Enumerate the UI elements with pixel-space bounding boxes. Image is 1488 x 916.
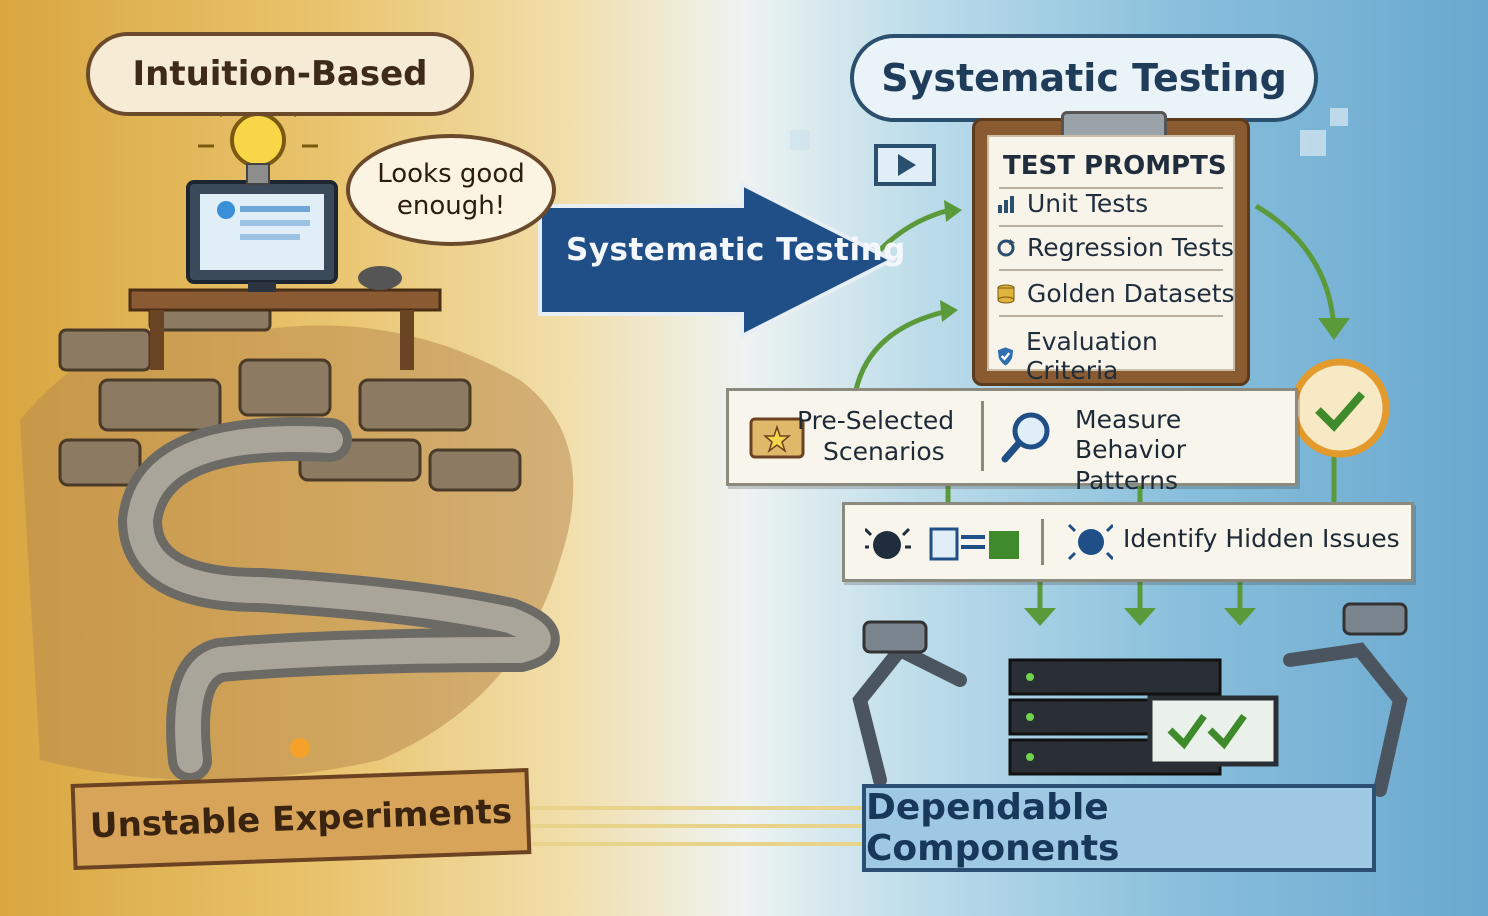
issues-text: Identify Hidden Issues <box>1123 524 1400 553</box>
desk <box>128 288 442 312</box>
database-icon <box>997 284 1015 303</box>
connection-lines <box>520 806 862 846</box>
shield-check-icon <box>997 347 1014 366</box>
decor-square <box>1330 108 1348 126</box>
clipboard-item-label: Evaluation Criteria <box>1025 327 1158 385</box>
camera-icon <box>1342 602 1408 636</box>
scenario-band: Pre-Selected Scenarios Measure Behavior … <box>726 388 1298 495</box>
band-divider <box>1041 519 1044 565</box>
bug-gear-icon <box>1067 523 1113 561</box>
unstable-banner: Unstable Experiments <box>70 768 532 870</box>
clipboard-item: Regression Tests <box>995 233 1234 262</box>
clipboard-item: Evaluation Criteria <box>995 327 1247 385</box>
bar-chart-icon <box>998 195 1014 213</box>
clipboard-paper <box>987 135 1235 371</box>
clipboard-item: Golden Datasets <box>995 279 1235 308</box>
decor-square <box>1300 130 1326 156</box>
spark-icon <box>290 738 310 758</box>
decor-square <box>790 130 810 150</box>
camera-icon <box>862 620 928 654</box>
clipboard-item-label: Unit Tests <box>1027 189 1149 218</box>
speech-line-1: Looks good <box>377 159 525 189</box>
bug-document-icons <box>865 527 1019 561</box>
systematic-cloud-text: Systematic Testing <box>881 56 1287 100</box>
desk-leg <box>150 310 164 370</box>
intuition-cloud: Intuition-Based <box>86 32 474 116</box>
measure-line-2: Behavior Patterns <box>1075 435 1187 495</box>
lightbulb-icon <box>230 112 286 168</box>
unstable-banner-text: Unstable Experiments <box>89 791 513 847</box>
test-prompts-clipboard: TEST PROMPTS Unit Tests Regression Tests… <box>972 111 1250 386</box>
desk-leg <box>400 310 414 370</box>
systematic-cloud: Systematic Testing <box>850 34 1318 122</box>
robot-arm-right <box>1283 642 1408 797</box>
check-badge-icon <box>1290 358 1390 458</box>
app-icon <box>217 201 235 219</box>
scenario-line-1: Pre-Selected <box>797 406 955 435</box>
clipboard-item-label: Golden Datasets <box>1027 279 1235 308</box>
arrowheads <box>940 200 1350 626</box>
dependable-banner-text: Dependable Components <box>866 787 1120 869</box>
mouse-icon <box>358 266 402 290</box>
folder-star-icon <box>749 417 805 459</box>
speech-bubble: Looks good enough! <box>346 134 556 246</box>
band-divider <box>981 401 984 471</box>
dependable-banner: Dependable Components <box>862 784 1376 872</box>
speech-line-2: enough! <box>396 191 506 221</box>
robot-arm-left <box>852 641 967 787</box>
clipboard-title: TEST PROMPTS <box>1003 151 1227 181</box>
magnifier-icon <box>1001 412 1050 463</box>
clipboard-item: Unit Tests <box>995 189 1148 218</box>
scenario-line-2: Scenarios <box>823 437 945 466</box>
arrow-label: Systematic Testing <box>566 232 906 268</box>
systematic-arrow <box>538 180 897 340</box>
intuition-cloud-text: Intuition-Based <box>132 54 428 94</box>
loop-icon <box>997 238 1015 256</box>
clipboard-item-label: Regression Tests <box>1027 233 1234 262</box>
measure-line-1: Measure <box>1075 405 1182 434</box>
issues-band: Identify Hidden Issues <box>842 502 1414 582</box>
